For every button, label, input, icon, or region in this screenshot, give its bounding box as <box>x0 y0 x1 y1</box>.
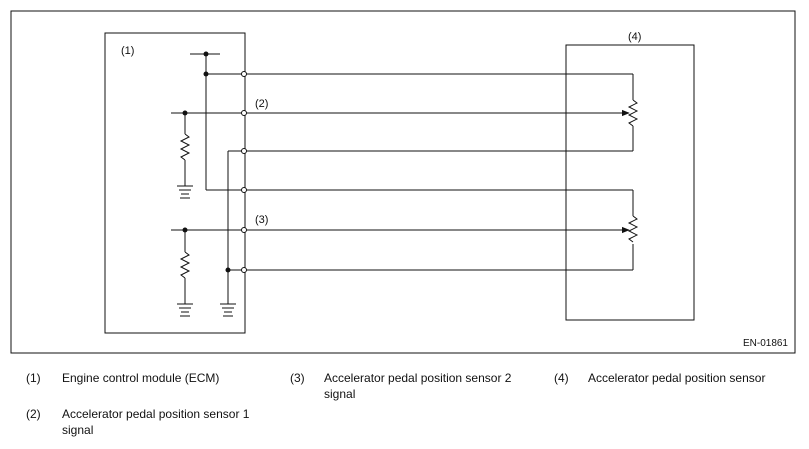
ground-icon <box>177 303 193 317</box>
ecm-label: (1) <box>121 45 134 57</box>
figure-code: EN-01861 <box>743 338 788 349</box>
legend-item: (3) Accelerator pedal position sensor 2 … <box>290 370 540 404</box>
legend-item: (2) Accelerator pedal position sensor 1 … <box>26 406 276 440</box>
pedal-sensor-label: (4) <box>628 31 641 43</box>
legend-number: (1) <box>26 371 41 385</box>
connector-terminals <box>241 71 247 273</box>
legend-text: Accelerator pedal position sensor 2 sign… <box>324 371 512 401</box>
legend-item: (1) Engine control module (ECM) <box>26 370 266 386</box>
sensor1-label: (2) <box>255 98 268 110</box>
legend-number: (2) <box>26 407 41 421</box>
legend-number: (4) <box>554 371 569 385</box>
legend-text: Accelerator pedal position sensor 1 sign… <box>62 407 250 437</box>
wires <box>171 53 639 304</box>
ground-icon <box>220 303 236 317</box>
junction-dots <box>182 51 231 273</box>
legend-text: Engine control module (ECM) <box>62 371 220 385</box>
legend-number: (3) <box>290 371 305 385</box>
legend-item: (4) Accelerator pedal position sensor <box>554 370 804 386</box>
ecm-box <box>104 32 246 334</box>
legend-text: Accelerator pedal position sensor <box>588 371 766 385</box>
sensor-box <box>565 44 695 321</box>
diagram-frame <box>10 10 796 354</box>
sensor2-label: (3) <box>255 214 268 226</box>
ground-icon <box>177 185 193 199</box>
